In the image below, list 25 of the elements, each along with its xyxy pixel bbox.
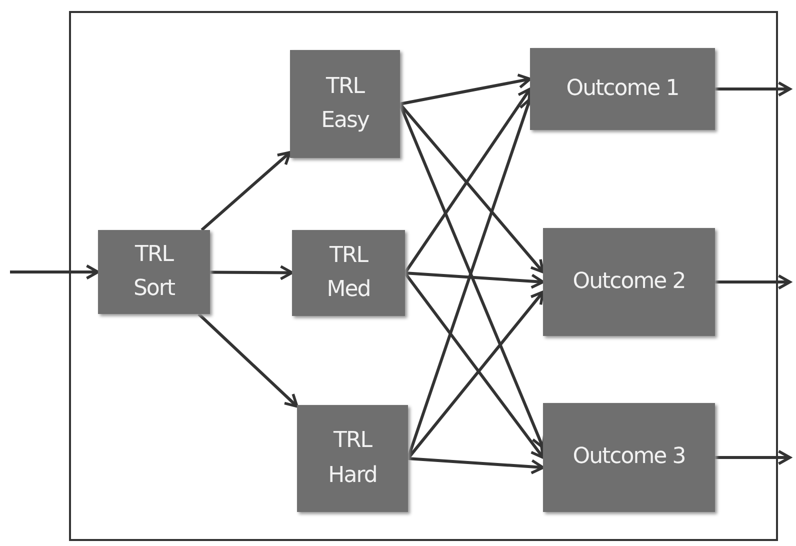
arrow xyxy=(400,74,532,106)
process-box xyxy=(292,230,405,316)
process-box xyxy=(530,48,715,130)
box-label: Outcome 2 xyxy=(572,268,686,296)
process-box xyxy=(543,403,715,512)
arrow xyxy=(408,457,544,474)
box-label: TRL Easy xyxy=(320,72,370,135)
process-box xyxy=(543,228,715,336)
arrow xyxy=(715,81,792,97)
process-box xyxy=(290,50,400,158)
arrow xyxy=(10,264,100,280)
box-label: TRL Med xyxy=(326,242,372,304)
arrow xyxy=(404,88,532,274)
process-box xyxy=(98,230,210,314)
arrow xyxy=(210,265,294,280)
box-label: TRL Hard xyxy=(327,427,378,490)
arrow xyxy=(200,151,292,232)
box-label: Outcome 1 xyxy=(565,74,680,103)
arrow xyxy=(404,272,544,289)
arrow xyxy=(715,274,792,290)
process-box xyxy=(297,405,408,512)
arrow xyxy=(198,312,298,408)
arrow xyxy=(715,450,792,466)
box-label: Outcome 3 xyxy=(572,443,686,472)
box-label: TRL Sort xyxy=(132,240,176,303)
